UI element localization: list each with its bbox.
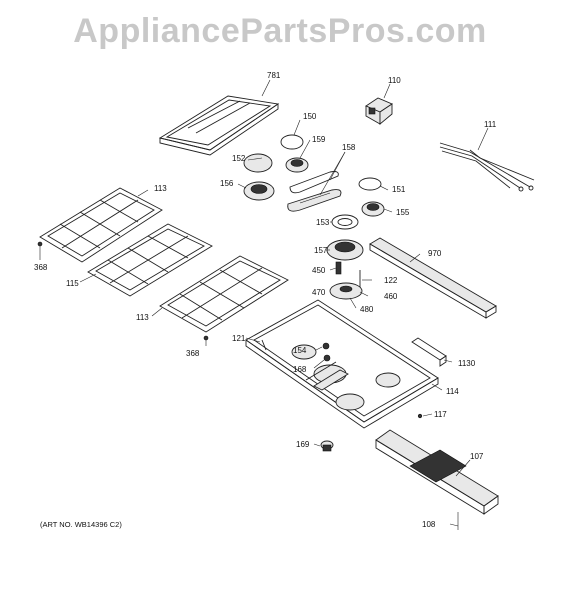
burner-cap-oval-158[interactable]: [287, 171, 342, 212]
callout-168: 168: [293, 365, 307, 374]
callout-781: 781: [267, 71, 281, 80]
control-module-part[interactable]: [365, 97, 393, 125]
callout-115: 115: [66, 279, 79, 288]
callout-155: 155: [396, 208, 410, 217]
screw-168[interactable]: [323, 354, 331, 362]
callout-117: 117: [434, 410, 447, 419]
leader-lines: [39, 79, 489, 530]
screw-117[interactable]: [417, 413, 423, 419]
manifold-970[interactable]: [369, 237, 497, 319]
bracket-1130[interactable]: [411, 337, 447, 367]
callout-460: 460: [384, 292, 398, 301]
callout-152: 152: [232, 154, 246, 163]
callout-159: 159: [312, 135, 326, 144]
callout-122: 122: [384, 276, 398, 285]
burner-cap-152[interactable]: [243, 153, 273, 173]
callout-154: 154: [293, 346, 307, 355]
callout-156: 156: [220, 179, 234, 188]
callout-169: 169: [296, 440, 310, 449]
callout-157: 157: [314, 246, 328, 255]
callout-470: 470: [312, 288, 326, 297]
callout-150: 150: [303, 112, 317, 121]
callout-368-right: 368: [186, 349, 200, 358]
callout-111: 111: [484, 120, 497, 129]
burner-cap-151[interactable]: [358, 177, 382, 191]
burner-base-470[interactable]: [329, 282, 363, 300]
burner-head-156[interactable]: [243, 181, 275, 201]
callout-480: 480: [360, 305, 374, 314]
burner-head-159[interactable]: [285, 157, 309, 173]
callout-107: 107: [470, 452, 484, 461]
watermark-text: AppliancePartsPros.com: [73, 12, 487, 50]
callout-970: 970: [428, 249, 442, 258]
callout-113-lower: 113: [136, 313, 149, 322]
callout-113-upper: 113: [154, 184, 167, 193]
bumper-368a[interactable]: [37, 241, 43, 247]
burner-cap-150[interactable]: [280, 134, 304, 150]
art-number: (ART NO. WB14396 C2): [40, 520, 122, 529]
wire-harness-part[interactable]: [439, 142, 535, 192]
cooktop-114[interactable]: [245, 299, 439, 429]
callout-114: 114: [446, 387, 459, 396]
callout-158: 158: [342, 143, 356, 152]
orifice-450[interactable]: [335, 261, 342, 275]
griddle-part[interactable]: [158, 95, 280, 156]
grate-115-middle[interactable]: [87, 223, 213, 297]
screw-154[interactable]: [322, 342, 330, 350]
burner-ring-153[interactable]: [331, 214, 359, 230]
callout-108: 108: [422, 520, 436, 529]
grate-113-front[interactable]: [159, 255, 289, 333]
callout-450: 450: [312, 266, 326, 275]
spark-electrode-121[interactable]: [261, 339, 267, 351]
callout-121: 121: [232, 334, 246, 343]
knob-169[interactable]: [320, 440, 334, 452]
callout-1130: 1130: [458, 359, 476, 368]
control-panel-107[interactable]: [375, 429, 499, 515]
bumper-368b[interactable]: [203, 335, 209, 341]
burner-base-157[interactable]: [326, 239, 364, 261]
callout-153: 153: [316, 218, 330, 227]
callout-368-left: 368: [34, 263, 48, 272]
burner-head-155[interactable]: [361, 201, 385, 217]
callout-151: 151: [392, 185, 406, 194]
grate-113-left[interactable]: [39, 187, 163, 263]
callout-110: 110: [388, 76, 401, 85]
